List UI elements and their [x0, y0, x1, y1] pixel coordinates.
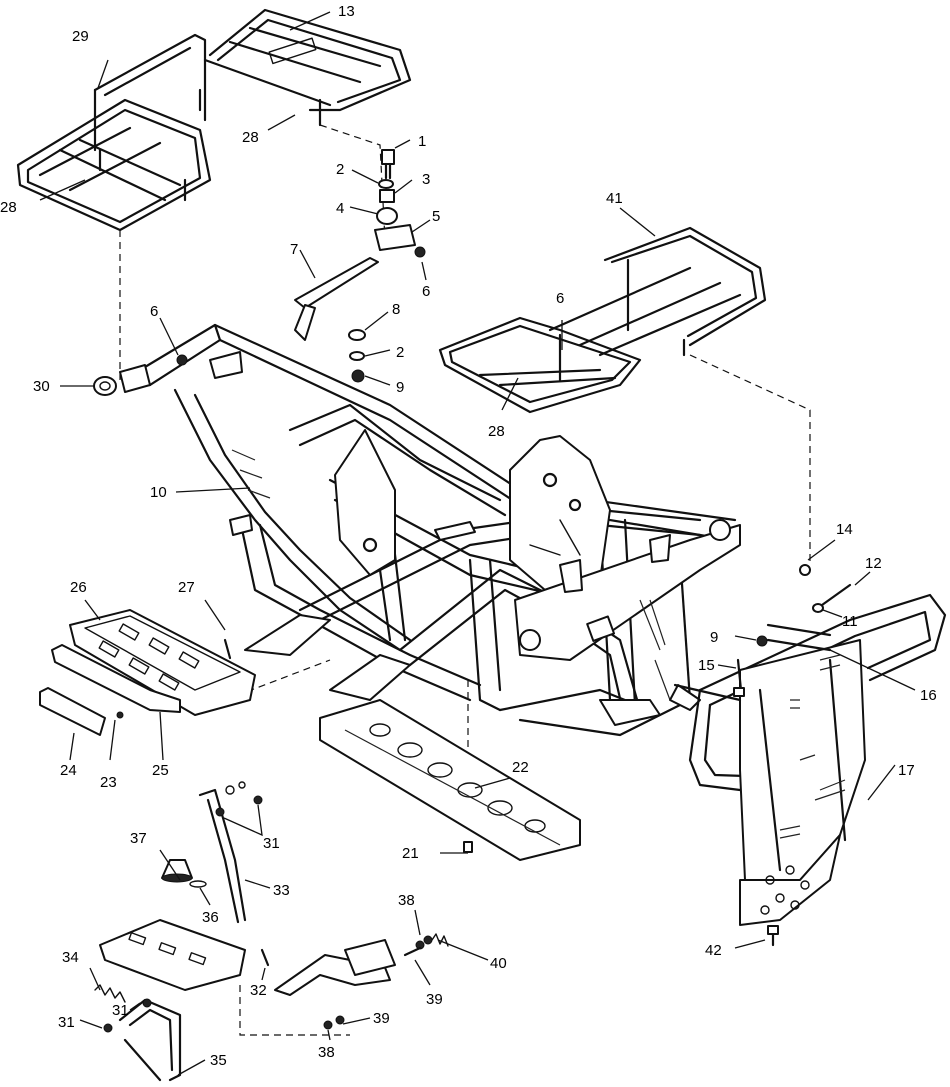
- nut-6: [414, 246, 426, 258]
- front-bumper: [673, 593, 947, 926]
- bolt-1: [381, 149, 395, 165]
- callout-41: 41: [606, 190, 623, 207]
- callout-10: 10: [150, 484, 167, 501]
- callout-23: 23: [100, 774, 117, 791]
- brake-assembly: [94, 781, 449, 1082]
- callout-35: 35: [210, 1052, 227, 1069]
- callout-31: 31: [263, 835, 280, 852]
- callout-38: 38: [398, 892, 415, 909]
- alignment-line-mount: [319, 124, 386, 241]
- footrest: [39, 609, 256, 736]
- callout-4: 4: [336, 200, 344, 217]
- callout-39: 39: [373, 1010, 390, 1027]
- callout-42: 42: [705, 942, 722, 959]
- callout-38: 38: [318, 1044, 335, 1061]
- callout-28: 28: [0, 199, 17, 216]
- callout-28: 28: [488, 423, 505, 440]
- alignment-line-front-rack: [689, 354, 811, 565]
- callout-32: 32: [250, 982, 267, 999]
- callout-9: 9: [396, 379, 404, 396]
- nut-6-frame: [176, 354, 188, 366]
- bushing-4: [376, 207, 398, 225]
- callout-22: 22: [512, 759, 529, 776]
- spacer-3: [379, 189, 395, 203]
- callout-24: 24: [60, 762, 77, 779]
- callout-26: 26: [70, 579, 87, 596]
- bracket-5: [374, 224, 416, 251]
- callout-8: 8: [392, 301, 400, 318]
- callout-40: 40: [490, 955, 507, 972]
- callout-13: 13: [338, 3, 355, 20]
- callout-16: 16: [920, 687, 937, 704]
- callout-2: 2: [336, 161, 344, 178]
- mount-hardware: [93, 149, 426, 396]
- alignment-line-brake: [239, 985, 350, 1036]
- callout-2: 2: [396, 344, 404, 361]
- callout-28: 28: [242, 129, 259, 146]
- callout-5: 5: [432, 208, 440, 225]
- skid-plate: [319, 699, 581, 861]
- callout-25: 25: [152, 762, 169, 779]
- callout-36: 36: [202, 909, 219, 926]
- callout-17: 17: [898, 762, 915, 779]
- washer-2: [378, 179, 394, 189]
- callout-33: 33: [273, 882, 290, 899]
- callout-14: 14: [836, 521, 853, 538]
- callout-6: 6: [556, 290, 564, 307]
- callout-11: 11: [842, 613, 858, 630]
- callout-7: 7: [290, 241, 298, 258]
- main-frame: [119, 323, 741, 737]
- callout-1: 1: [418, 133, 426, 150]
- callout-12: 12: [865, 555, 882, 572]
- callout-3: 3: [422, 171, 430, 188]
- callout-39: 39: [426, 991, 443, 1008]
- callout-27: 27: [178, 579, 195, 596]
- callout-6: 6: [150, 303, 158, 320]
- callout-30: 30: [33, 378, 50, 395]
- callout-29: 29: [72, 28, 89, 45]
- callout-34: 34: [62, 949, 79, 966]
- callout-9: 9: [710, 629, 718, 646]
- callout-21: 21: [402, 845, 419, 862]
- bumper-hardware: [733, 564, 852, 947]
- front-rack: [438, 226, 767, 414]
- callout-6: 6: [422, 283, 430, 300]
- rear-rack: [16, 8, 412, 232]
- callout-15: 15: [698, 657, 715, 674]
- callout-31: 31: [58, 1014, 75, 1031]
- callouts: 1 2 2 3 4 5 6 6 6 7 8 9 9 10 11 12 13 14…: [0, 3, 937, 1069]
- callout-37: 37: [130, 830, 147, 847]
- leader-lines: [39, 11, 916, 1076]
- callout-31: 31: [112, 1002, 129, 1019]
